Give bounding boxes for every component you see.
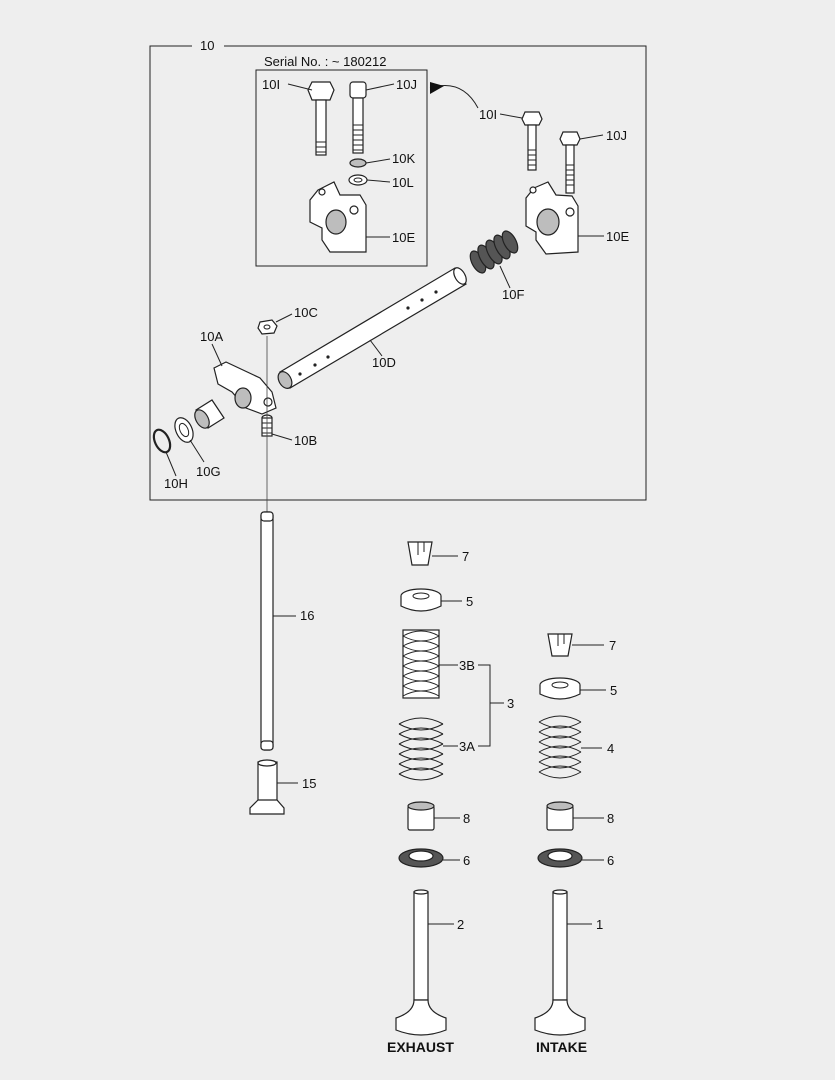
inset-arrow-head: [430, 82, 444, 94]
tappet-15: [249, 759, 285, 815]
intake-caption: INTAKE: [536, 1039, 587, 1055]
exhaust-spring-retainer-5: [400, 588, 442, 612]
label-10g: 10G: [196, 464, 221, 479]
label-1: 1: [596, 917, 603, 932]
label-15: 15: [302, 776, 316, 791]
label-8-intake: 8: [607, 811, 614, 826]
label-10c: 10C: [294, 305, 318, 320]
intake-valve-1: [534, 889, 586, 1036]
circlip-10h: [152, 428, 172, 454]
label-10e-inset: 10E: [392, 230, 415, 245]
label-6-exhaust: 6: [463, 853, 470, 868]
bolt-10j: [559, 131, 581, 194]
exhaust-stem-seal-8: [407, 801, 435, 831]
rocker-arm-10a: [213, 361, 277, 415]
bolt-10i: [521, 111, 543, 171]
label-7-exhaust: 7: [462, 549, 469, 564]
label-7-intake: 7: [609, 638, 616, 653]
intake-stem-seal-8: [546, 801, 574, 831]
label-10h: 10H: [164, 476, 188, 491]
rocker-shaft-10d: [277, 267, 467, 389]
inset-bracket-10e: [309, 181, 367, 253]
inset-bolt-10j: [349, 81, 367, 154]
label-10j-inset: 10J: [396, 77, 417, 92]
washer-10g: [174, 417, 194, 443]
serial-inset-frame: [255, 69, 428, 267]
label-10l: 10L: [392, 175, 414, 190]
assembly-10-frame: [149, 45, 647, 501]
label-10i-inset: 10I: [262, 77, 280, 92]
label-2: 2: [457, 917, 464, 932]
label-3a: 3A: [459, 739, 475, 754]
intake-spring-4: [538, 715, 582, 779]
label-10j: 10J: [606, 128, 627, 143]
exhaust-valve-collet-7: [407, 541, 433, 566]
label-10: 10: [200, 38, 214, 53]
label-10e: 10E: [606, 229, 629, 244]
nut-10c: [257, 319, 278, 335]
label-10f: 10F: [502, 287, 524, 302]
inset-bolt-10i: [307, 81, 335, 156]
label-16: 16: [300, 608, 314, 623]
serial-number-note: Serial No. : ~ 180212: [264, 54, 387, 69]
exhaust-valve-2: [395, 889, 447, 1036]
bracket-10e: [525, 181, 579, 255]
exhaust-seat-washer-6: [398, 848, 444, 868]
exhaust-outer-spring-3b: [402, 629, 440, 699]
label-4: 4: [607, 741, 614, 756]
spring-10f: [469, 230, 519, 274]
label-3: 3: [507, 696, 514, 711]
label-10i: 10I: [479, 107, 497, 122]
inset-washer-10k: [349, 158, 367, 168]
exhaust-caption: EXHAUST: [387, 1039, 454, 1055]
exhaust-inner-spring-3a: [398, 717, 444, 781]
label-6-intake: 6: [607, 853, 614, 868]
intake-valve-collet-7: [547, 633, 573, 657]
label-10k: 10K: [392, 151, 415, 166]
label-5-intake: 5: [610, 683, 617, 698]
label-5-exhaust: 5: [466, 594, 473, 609]
bushing: [194, 399, 225, 429]
label-8-exhaust: 8: [463, 811, 470, 826]
inset-washer-10l: [348, 174, 368, 186]
push-rod-16: [260, 511, 274, 751]
intake-seat-washer-6: [537, 848, 583, 868]
label-3b: 3B: [459, 658, 475, 673]
label-10a: 10A: [200, 329, 223, 344]
label-10d: 10D: [372, 355, 396, 370]
label-10b: 10B: [294, 433, 317, 448]
intake-spring-retainer-5: [539, 677, 581, 700]
